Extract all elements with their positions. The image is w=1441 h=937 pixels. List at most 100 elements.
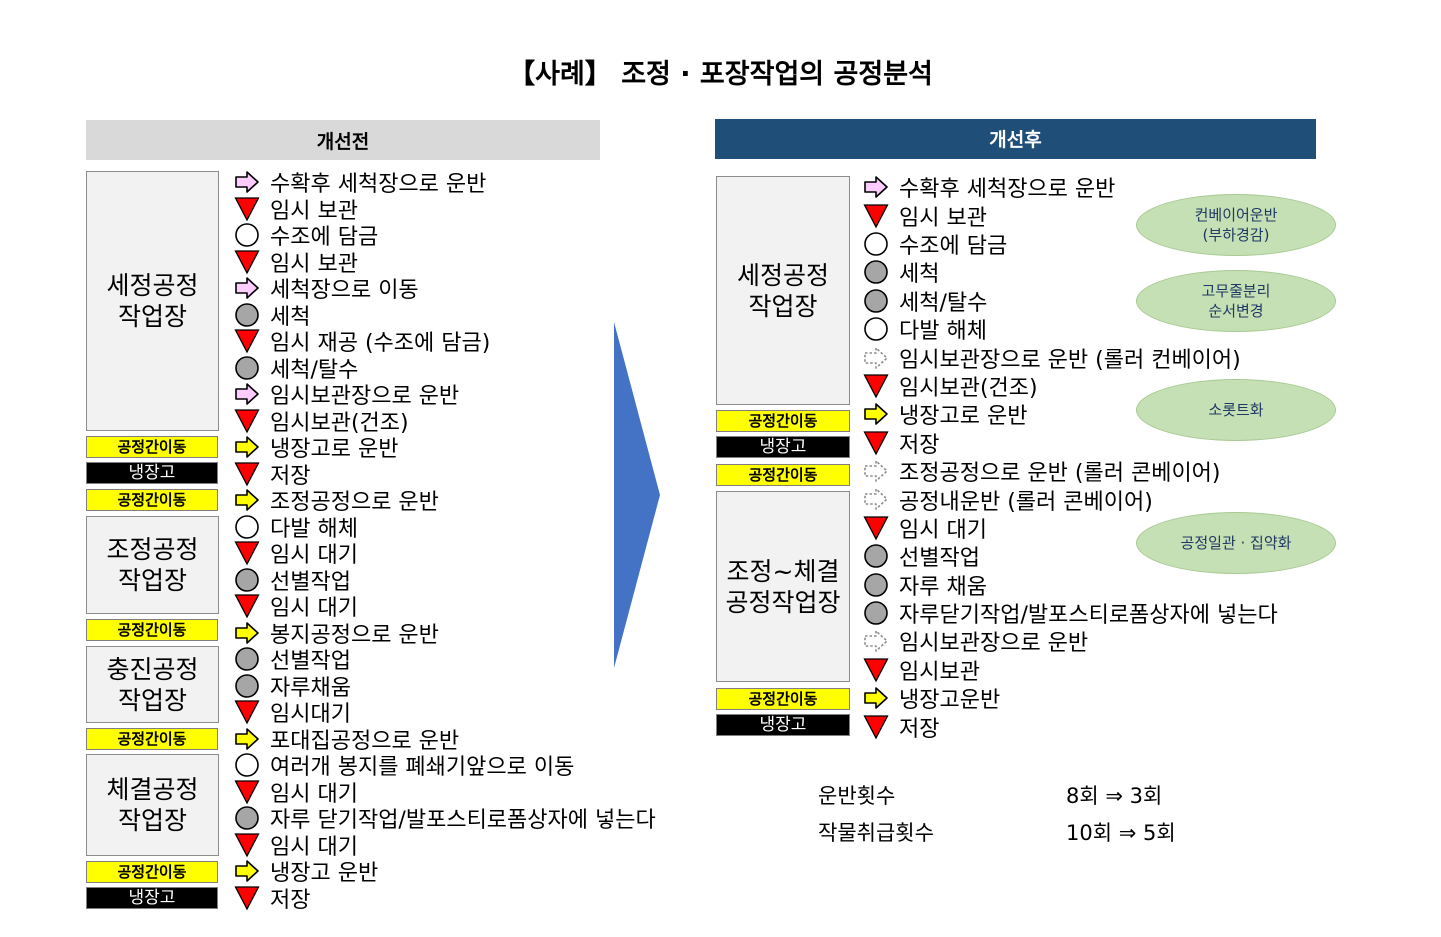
before-step: 여러개 봉지를 폐쇄기앞으로 이동 (234, 752, 656, 781)
pink-arrow-icon (235, 383, 259, 406)
red-down-triangle-icon (863, 658, 889, 683)
before-step-label: 세척장으로 이동 (270, 278, 419, 304)
after-tag-fridge-1: 냉장고 (716, 436, 850, 458)
before-step: 저장 (234, 885, 656, 913)
before-tag-fridge-1: 냉장고 (86, 462, 218, 484)
before-step: 세척장으로 이동 (234, 275, 656, 304)
note-integration: 공정일관 · 집약화 (1136, 512, 1336, 574)
after-step: 조정공정으로 운반 (롤러 콘베이어) (863, 457, 1278, 486)
after-step: 냉장고운반 (863, 684, 1278, 714)
after-step-label: 다발 해체 (899, 319, 987, 345)
gray-circle-icon (864, 572, 888, 597)
before-tag-transfer-1: 공정간이동 (86, 436, 218, 458)
before-step: 봉지공정으로 운반 (234, 620, 656, 648)
white-circle-icon (235, 223, 259, 248)
before-step-label: 저장 (270, 887, 311, 913)
before-step-label: 임시 보관 (270, 198, 358, 224)
after-step-label: 선별작업 (899, 546, 980, 572)
before-step: 자루 닫기작업/발포스티로폼상자에 넣는다 (234, 805, 656, 833)
note-conveyor: 컨베이어운반 (부하경감) (1136, 194, 1336, 256)
before-step: 임시보관(건조) (234, 408, 656, 436)
red-down-triangle-icon (234, 250, 260, 275)
before-step-label: 임시 대기 (270, 781, 358, 807)
red-down-triangle-icon (234, 541, 260, 566)
red-down-triangle-icon (863, 431, 889, 456)
before-step-label: 임시보관(건조) (270, 410, 409, 436)
before-step: 임시 대기 (234, 832, 656, 860)
after-step-label: 수확후 세척장으로 운반 (899, 177, 1116, 203)
gray-circle-icon (235, 567, 259, 592)
after-step: 공정내운반 (롤러 콘베이어) (863, 485, 1278, 515)
after-step: 선별작업 (863, 542, 1278, 572)
yellow-arrow-icon (235, 727, 259, 750)
after-step-label: 냉장고로 운반 (899, 404, 1028, 430)
after-step-label: 임시보관 (899, 659, 980, 685)
before-step: 수확후 세척장으로 운반 (234, 169, 656, 197)
dashed-arrow-icon (864, 460, 888, 482)
gray-circle-icon (864, 260, 888, 285)
gray-circle-icon (235, 355, 259, 380)
before-step: 자루채움 (234, 673, 656, 701)
before-step-label: 세척 (270, 304, 311, 330)
after-step: 냉장고로 운반 (863, 400, 1278, 430)
stat-handling-label: 작물취급횟수 (818, 821, 934, 845)
note-rubber-band: 고무줄분리 순서변경 (1136, 270, 1336, 332)
after-step-label: 임시보관(건조) (899, 375, 1038, 401)
dashed-arrow-icon (864, 346, 888, 369)
after-step: 세척 (863, 258, 1278, 288)
red-down-triangle-icon (863, 516, 889, 541)
before-step: 저장 (234, 461, 656, 489)
before-header: 개선전 (86, 120, 600, 160)
after-step-label: 세척 (899, 262, 940, 288)
before-step-label: 자루채움 (270, 675, 351, 701)
after-step-label: 저장 (899, 716, 940, 742)
red-down-triangle-icon (234, 833, 260, 858)
after-step-label: 임시보관장으로 운반 (899, 631, 1089, 657)
after-step: 임시 보관 (863, 201, 1278, 231)
after-step: 임시보관 (863, 656, 1278, 685)
red-down-triangle-icon (234, 780, 260, 805)
before-step: 조정공정으로 운반 (234, 487, 656, 515)
before-step-label: 수조에 담금 (270, 225, 379, 251)
after-step-label: 공정내운반 (롤러 콘베이어) (899, 489, 1153, 515)
before-step-label: 다발 해체 (270, 516, 358, 542)
after-step-label: 자루닫기작업/발포스티로폼상자에 넣는다 (899, 603, 1278, 629)
white-circle-icon (864, 317, 888, 341)
before-step-label: 선별작업 (270, 569, 351, 595)
before-step-label: 여러개 봉지를 폐쇄기앞으로 이동 (270, 755, 575, 781)
after-step: 임시보관장으로 운반 (롤러 컨베이어) (863, 343, 1278, 373)
before-tag-transfer-5: 공정간이동 (86, 861, 218, 883)
before-tag-transfer-3: 공정간이동 (86, 619, 218, 641)
before-tag-fridge-2: 냉장고 (86, 887, 218, 909)
red-down-triangle-icon (863, 374, 889, 399)
before-step: 선별작업 (234, 646, 656, 674)
before-step-label: 임시 재공 (수조에 담금) (270, 331, 491, 357)
before-step: 임시보관장으로 운반 (234, 381, 656, 410)
after-header: 개선후 (715, 119, 1316, 159)
after-tag-transfer-2: 공정간이동 (716, 464, 850, 486)
before-step: 임시 재공 (수조에 담금) (234, 328, 656, 357)
before-area-close: 체결공정 작업장 (86, 754, 219, 856)
before-step: 세척/탈수 (234, 355, 656, 383)
before-step-label: 세척/탈수 (270, 357, 359, 383)
after-step: 임시 대기 (863, 514, 1278, 543)
red-down-triangle-icon (863, 714, 889, 740)
yellow-arrow-icon (235, 860, 259, 883)
page-title: 【사례】 조정 · 포장작업의 공정분석 (508, 59, 933, 90)
after-area-adjust-close: 조정~체결 공정작업장 (716, 491, 850, 682)
before-step: 임시 대기 (234, 593, 656, 621)
before-step: 선별작업 (234, 567, 656, 595)
white-circle-icon (864, 232, 888, 256)
before-step-label: 임시 대기 (270, 834, 358, 860)
before-step: 포대집공정으로 운반 (234, 726, 656, 754)
before-step-label: 임시보관장으로 운반 (270, 384, 460, 410)
gray-circle-icon (235, 806, 259, 831)
after-step: 자루 채움 (863, 570, 1278, 600)
after-step: 다발 해체 (863, 315, 1278, 345)
after-step-label: 냉장고운반 (899, 688, 1001, 714)
before-step: 임시 보관 (234, 196, 656, 224)
gray-circle-icon (864, 601, 888, 625)
before-step-label: 저장 (270, 463, 311, 489)
